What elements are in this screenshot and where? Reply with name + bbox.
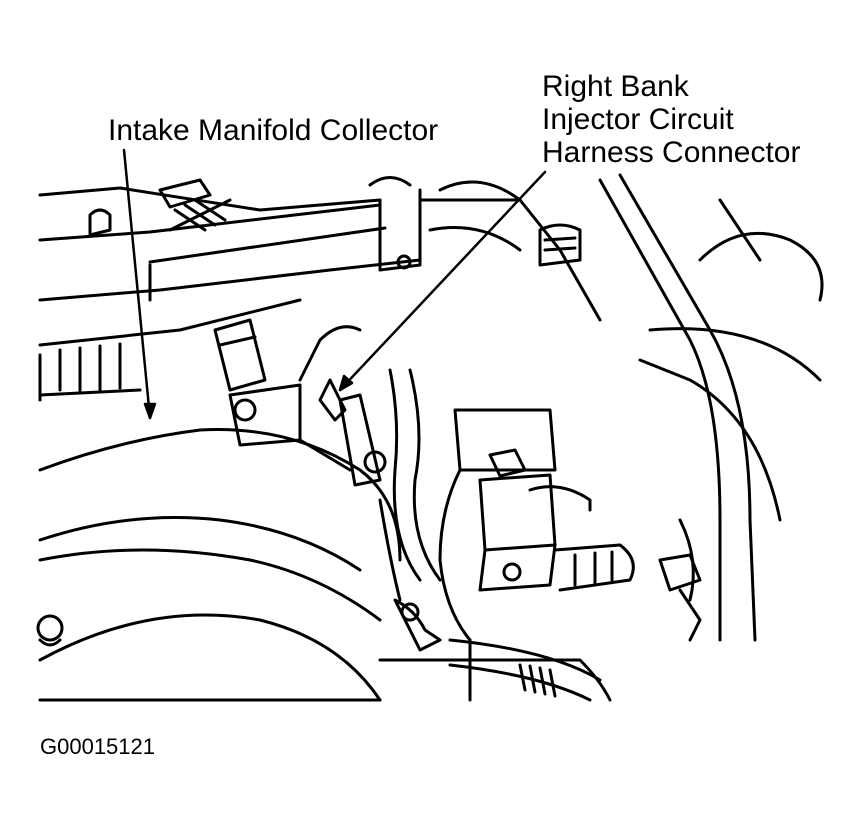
figure-id: G00015121 (40, 734, 155, 759)
right-bank-connector-label: Right Bank Injector Circuit Harness Conn… (542, 70, 800, 169)
connector-leader-line (338, 170, 547, 392)
intake-manifold-collector-label: Intake Manifold Collector (108, 114, 439, 147)
intake-manifold-collector-body (36, 428, 402, 702)
right-bank-label-line-3: Harness Connector (542, 136, 801, 169)
throttle-harness-area (213, 318, 442, 652)
right-hoses (538, 173, 824, 642)
right-bank-label-line-1: Right Bank (542, 70, 689, 103)
harness-connector (438, 408, 635, 642)
right-bank-label-line-2: Injector Circuit (542, 103, 734, 136)
bracket (368, 176, 602, 322)
leader-lines (122, 148, 547, 420)
lower-hose (378, 638, 612, 702)
intake-leader-line (122, 148, 152, 420)
upper-rails (38, 178, 422, 402)
